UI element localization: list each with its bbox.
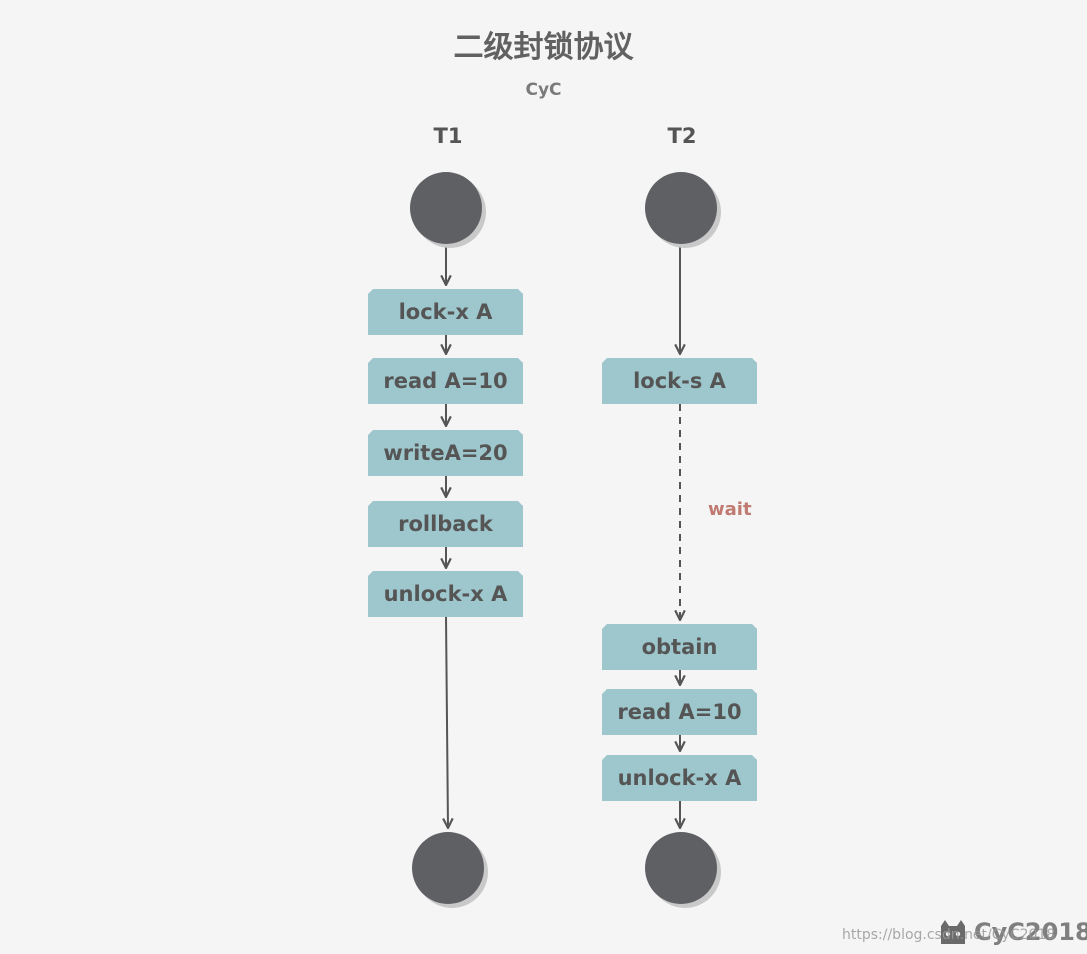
watermark-brand: CyC2018 [974,918,1087,946]
t1-step-unlock-x: unlock-x A [368,571,523,617]
edge-t1-unlock-to-end [446,615,448,828]
t1-step-read: read A=10 [368,358,523,404]
t1-start-node [410,172,482,244]
t1-end-node [412,832,484,904]
t2-step-lock-s: lock-s A [602,358,757,404]
t2-step-unlock-x: unlock-x A [602,755,757,801]
diagram-title: 二级封锁协议 [453,30,634,65]
t1-step-write: writeA=20 [368,430,523,476]
t1-step-rollback: rollback [368,501,523,547]
t1-step-lock-x: lock-x A [368,289,523,335]
t2-start-node [645,172,717,244]
t2-end-node [645,832,717,904]
wait-label: wait [708,499,752,520]
t2-step-obtain: obtain [602,624,757,670]
watermark-url[interactable]: https://blog.csdn.net/CyC2018 [842,927,1056,943]
lane-title-t2: T2 [667,124,697,148]
lane-title-t1: T1 [433,124,463,148]
diagram-subtitle: CyC [525,80,562,100]
t2-step-read: read A=10 [602,689,757,735]
github-cat-icon [941,920,965,944]
